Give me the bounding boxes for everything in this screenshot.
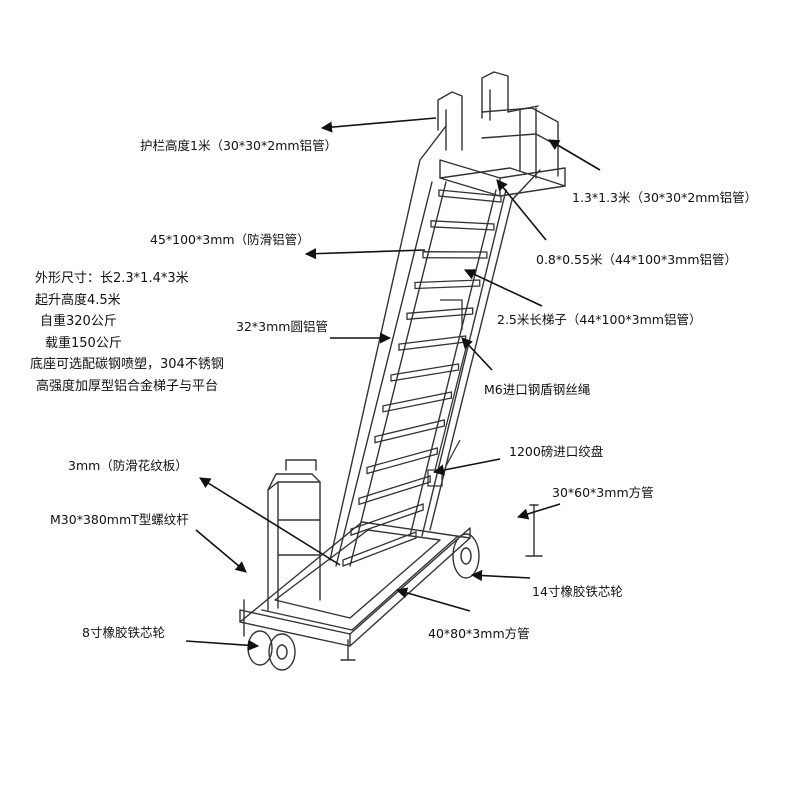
ladder-rung (390, 363, 460, 382)
arrow-antislip (304, 248, 426, 260)
spec-base-material: 底座可选配碳钢喷塑，304不锈钢 (30, 357, 224, 372)
ladder-rungs (342, 189, 502, 567)
ladder-rung (438, 189, 502, 203)
ladder-rung (406, 307, 474, 321)
arrow-screwrod (195, 529, 247, 573)
label-antislip-tube: 45*100*3mm（防滑铝管） (150, 232, 310, 247)
ladder-rung (358, 475, 431, 506)
ladder-rung (342, 531, 417, 567)
label-square-tube-large: 40*80*3mm方管 (428, 626, 530, 641)
label-wire-rope: M6进口钢盾钢丝绳 (484, 382, 591, 397)
spec-load: 载重150公斤 (45, 335, 122, 351)
arrow-wirerope (461, 337, 493, 371)
spec-self-weight: 自重320公斤 (40, 314, 117, 329)
label-platform-size: 1.3*1.3米（30*30*2mm铝管） (572, 190, 758, 205)
ladder-rung (382, 391, 453, 413)
arrow-squarelarge (395, 587, 471, 612)
label-step-size: 0.8*0.55米（44*100*3mm铝管） (536, 252, 738, 267)
arrow-wheel8 (185, 639, 260, 651)
label-square-tube-small: 30*60*3mm方管 (552, 485, 654, 500)
ladder-rung (398, 335, 467, 351)
arrow-platform (548, 139, 601, 171)
arrow-winch (432, 458, 501, 476)
label-screw-rod: M30*380mmT型螺纹杆 (50, 512, 189, 527)
arrow-checker (199, 477, 341, 566)
label-wheel-8: 8寸橡胶铁芯轮 (82, 625, 165, 640)
arrow-wheel14 (470, 569, 531, 582)
ladder-rung (374, 419, 445, 444)
spec-lift-height: 起升高度4.5米 (35, 292, 121, 308)
label-round-tube: 32*3mm圆铝管 (236, 319, 328, 334)
ladder-rung (414, 279, 481, 290)
label-checker-plate: 3mm（防滑花纹板） (68, 458, 188, 473)
ladder-structure (239, 71, 566, 671)
arrow-guardrail (320, 117, 437, 133)
label-guardrail-height: 护栏高度1米（30*30*2mm铝管） (140, 138, 338, 153)
spec-list: 外形尺寸：长2.3*1.4*3米 起升高度4.5米 自重320公斤 载重150公… (30, 268, 224, 397)
ladder-rung (366, 447, 438, 475)
ladder-rung (422, 251, 488, 259)
leader-arrows (185, 117, 601, 651)
arrow-step (496, 179, 547, 241)
arrow-squaresmall (516, 503, 561, 520)
spec-dimensions: 外形尺寸：长2.3*1.4*3米 (35, 271, 189, 286)
label-wheel-14: 14寸橡胶铁芯轮 (532, 584, 623, 599)
arrow-ladder (463, 269, 543, 307)
spec-ladder-material: 高强度加厚型铝合金梯子与平台 (36, 378, 219, 394)
label-ladder-length: 2.5米长梯子（44*100*3mm铝管） (497, 312, 702, 327)
label-winch: 1200磅进口绞盘 (509, 444, 604, 459)
ladder-rung (430, 220, 495, 231)
ladder-rung (350, 503, 424, 537)
